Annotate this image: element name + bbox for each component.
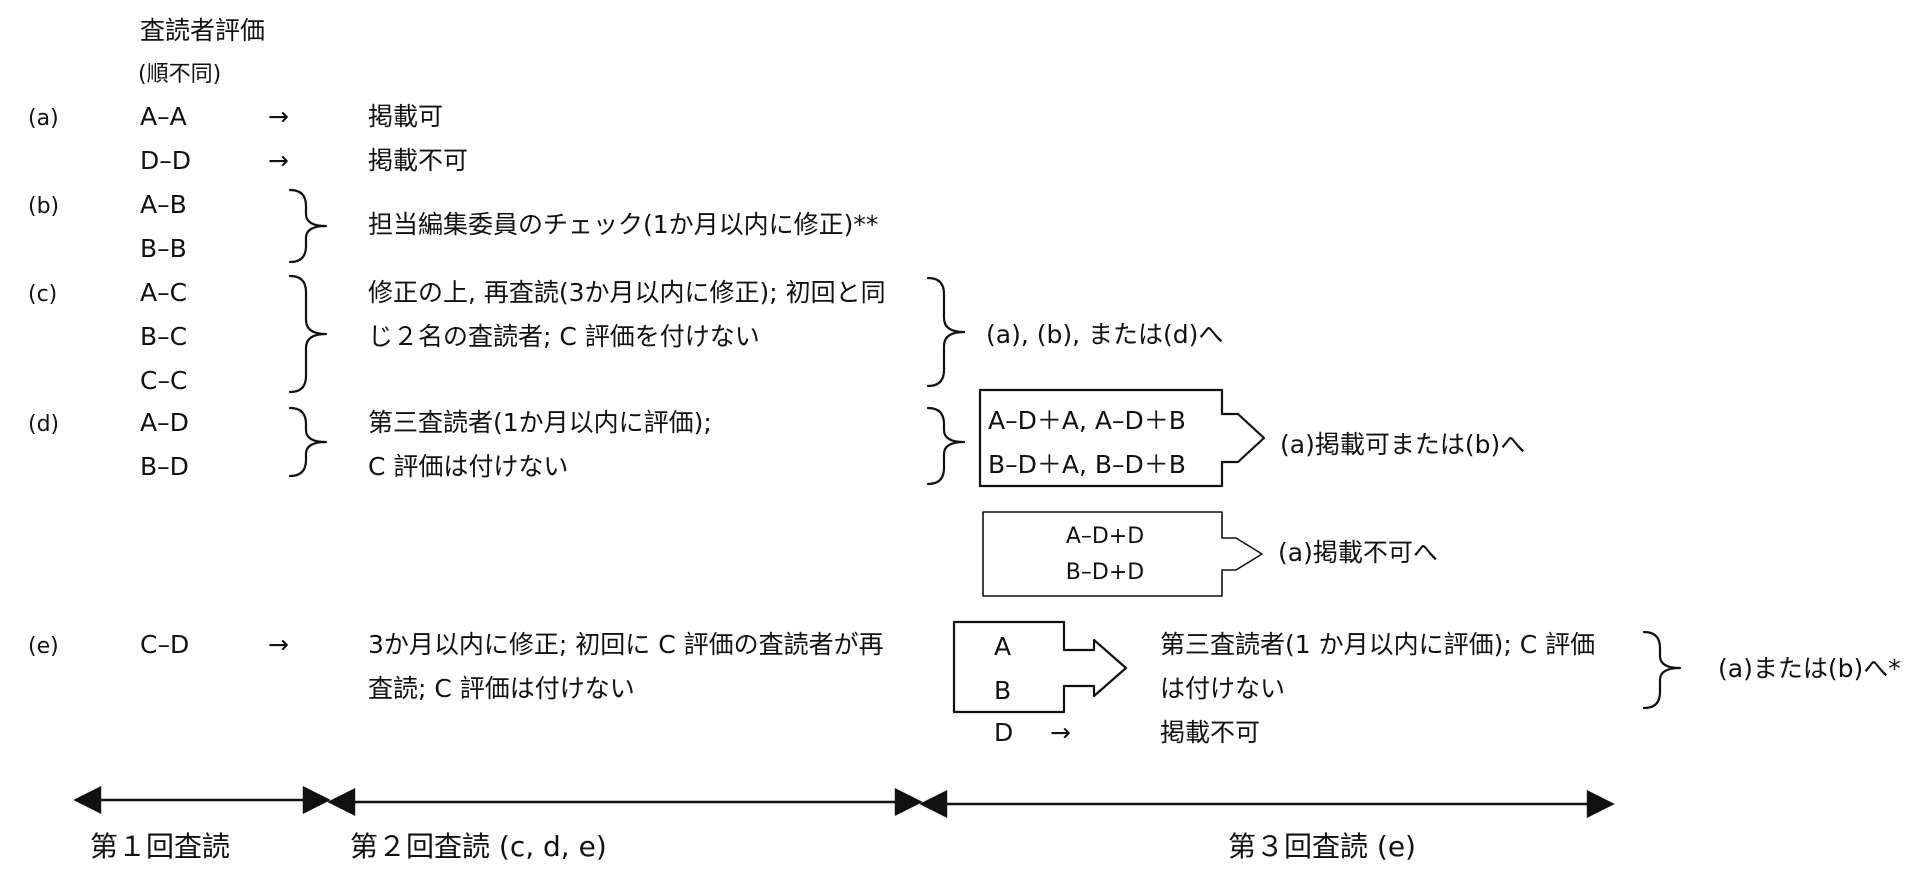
case-c-label: (c): [28, 282, 58, 307]
case-a-result-1: 掲載可: [368, 102, 444, 131]
brace-e-right: [1642, 630, 1682, 710]
case-c-grades-2: B–C: [140, 322, 188, 351]
box-d-lower-outcome: (a)掲載不可へ: [1278, 538, 1438, 567]
case-a-label: (a): [28, 106, 59, 131]
case-a-grades-1: A–A: [140, 102, 187, 131]
case-c-grades-3: C–C: [140, 366, 188, 395]
brace-d-right: [926, 406, 966, 486]
box-d-upper-line-2: B–D＋A, B–D＋B: [988, 450, 1186, 479]
case-d-text-1: 第三査読者(1か月以内に評価);: [368, 408, 712, 437]
box-d-lower-line-1: A–D+D: [1065, 524, 1145, 549]
case-e-text-2: 査読; C 評価は付けない: [368, 674, 635, 703]
timeline-phase-3: 第３回査読 (e): [1228, 830, 1416, 863]
timeline-arrowhead: [1586, 790, 1615, 818]
case-c-text-2: じ２名の査読者; C 評価を付けない: [368, 322, 760, 351]
case-b-result: 担当編集委員のチェック(1か月以内に修正)**: [368, 210, 879, 239]
case-c-outcome: (a), (b), または(d)へ: [986, 320, 1224, 349]
timeline-arrowhead: [327, 788, 356, 816]
timeline-arrowhead: [73, 786, 102, 814]
case-e-d-result: 掲載不可: [1160, 718, 1261, 747]
timeline-arrowhead: [919, 790, 948, 818]
case-d-text-2: C 評価は付けない: [368, 452, 569, 481]
box-d-lower: [982, 511, 1263, 597]
case-e-third-2: は付けない: [1160, 674, 1286, 703]
case-d-grades-1: A–D: [140, 408, 189, 437]
case-e-text-1: 3か月以内に修正; 初回に C 評価の査読者が再: [368, 630, 884, 659]
box-e-line-1: A: [994, 632, 1012, 661]
box-d-upper-line-1: A–D＋A, A–D＋B: [988, 406, 1186, 435]
brace-b: [288, 188, 328, 264]
case-e-third-1: 第三査読者(1 か月以内に評価); C 評価: [1160, 630, 1596, 659]
timeline-phase-2: 第２回査読 (c, d, e): [350, 830, 607, 863]
arrow-right-icon: →: [268, 630, 289, 659]
case-d-grades-2: B–D: [140, 452, 189, 481]
case-e-third-outcome: (a)または(b)へ*: [1718, 654, 1901, 683]
box-e: [952, 620, 1128, 714]
case-e-d-grade: D: [994, 718, 1014, 747]
case-b-grades-2: B–B: [140, 234, 187, 263]
case-d-label: (d): [28, 412, 60, 437]
arrow-right-icon: →: [268, 102, 289, 131]
case-e-grades: C–D: [140, 630, 190, 659]
case-a-result-2: 掲載不可: [368, 146, 469, 175]
brace-c-right: [926, 276, 966, 388]
case-b-grades-1: A–B: [140, 190, 187, 219]
box-d-upper: [978, 388, 1266, 488]
header-subtitle: (順不同): [138, 62, 222, 87]
brace-c: [288, 274, 328, 394]
case-c-text-1: 修正の上, 再査読(3か月以内に修正); 初回と同: [368, 278, 886, 307]
timeline-arrowhead: [302, 786, 331, 814]
case-a-grades-2: D–D: [140, 146, 192, 175]
timeline-phase-1: 第１回査読: [90, 830, 231, 863]
brace-d: [288, 406, 328, 478]
case-c-grades-1: A–C: [140, 278, 188, 307]
case-b-label: (b): [28, 194, 60, 219]
arrow-right-icon: →: [1050, 718, 1071, 747]
arrow-right-icon: →: [268, 146, 289, 175]
box-d-upper-outcome: (a)掲載可または(b)へ: [1280, 430, 1526, 459]
box-d-lower-line-2: B–D+D: [1065, 560, 1145, 585]
case-e-label: (e): [28, 634, 59, 659]
header-title: 査読者評価: [140, 16, 266, 45]
box-e-line-2: B: [994, 676, 1012, 705]
timeline-arrowhead: [894, 788, 923, 816]
